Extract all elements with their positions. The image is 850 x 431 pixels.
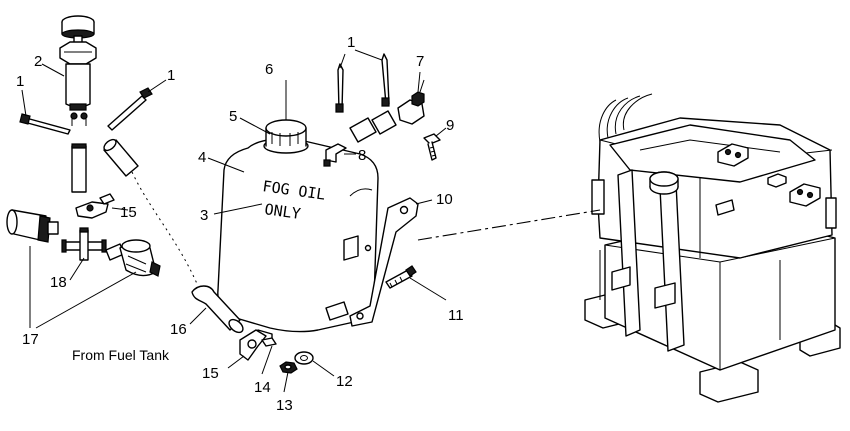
- pump-outlet-tube: [71, 143, 87, 193]
- callout-17: 17: [22, 331, 39, 348]
- callout-4: 4: [198, 149, 206, 166]
- mounting-bracket: [349, 197, 419, 327]
- callout-15-upper: 15: [120, 204, 137, 221]
- hose-clamp-lower: [239, 329, 277, 361]
- pump-hose: [103, 138, 139, 177]
- callouts: 1 1 1 2 3 4 5 6 7 8 9 10 11 12 13 14 15 …: [16, 34, 464, 414]
- fuel-valve-left: [6, 209, 59, 243]
- oil-tank: [217, 138, 379, 343]
- callout-18: 18: [50, 274, 67, 291]
- callout-7: 7: [416, 53, 424, 70]
- bolt-top: [423, 133, 441, 161]
- washer: [294, 351, 314, 365]
- dashed-connection-lines: [131, 171, 601, 287]
- wire-connector-right: [107, 87, 153, 131]
- callout-13: 13: [276, 397, 293, 414]
- leader-lines: [21, 49, 447, 393]
- elbow-fitting: [323, 143, 347, 167]
- callout-3: 3: [200, 207, 208, 224]
- wire-harness-top: [335, 53, 390, 113]
- fuel-hose: [191, 285, 244, 334]
- caption-from-fuel-tank: From Fuel Tank: [72, 347, 170, 363]
- tank-label-line-2: ONLY: [263, 200, 301, 223]
- oil-level-sensor: [349, 79, 425, 143]
- tank-cap: [263, 119, 309, 154]
- callout-1-right: 1: [167, 67, 175, 84]
- fuel-valve-right: [105, 239, 161, 277]
- primer-pump: [59, 15, 97, 126]
- callout-6: 6: [265, 61, 273, 78]
- callout-10: 10: [436, 191, 453, 208]
- callout-14: 14: [254, 379, 271, 396]
- callout-15-lower: 15: [202, 365, 219, 382]
- callout-8: 8: [358, 147, 366, 164]
- engine-assembly: [584, 93, 841, 403]
- callout-1-left: 1: [16, 73, 24, 90]
- hose-clamp-upper: [75, 193, 115, 219]
- t-fitting: [61, 227, 107, 261]
- callout-5: 5: [229, 108, 237, 125]
- callout-1-top: 1: [347, 34, 355, 51]
- nut: [279, 361, 298, 374]
- callout-11: 11: [448, 307, 464, 324]
- callout-9: 9: [446, 117, 454, 134]
- wire-connector-left: [19, 113, 71, 135]
- callout-12: 12: [336, 373, 353, 390]
- screw-bracket: [385, 265, 417, 289]
- callout-16: 16: [170, 321, 187, 338]
- callout-2: 2: [34, 53, 42, 70]
